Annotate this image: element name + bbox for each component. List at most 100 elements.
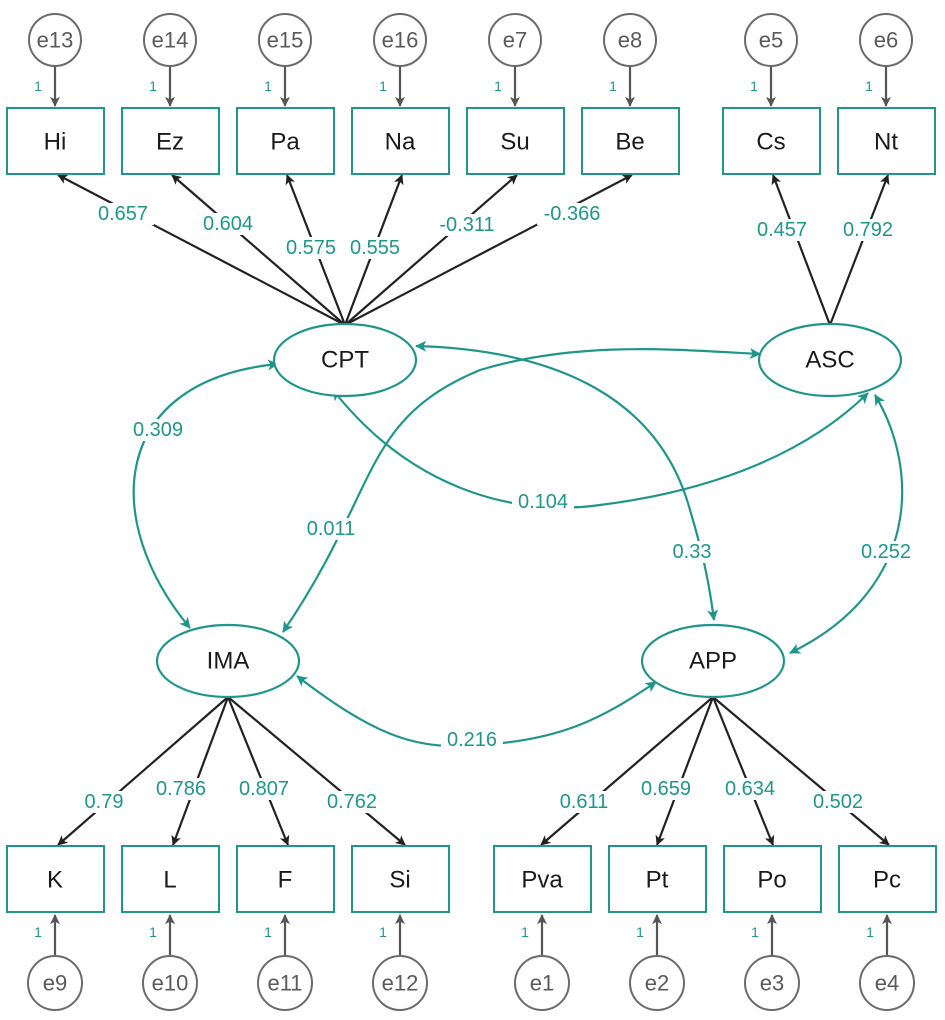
cov-asc-app: [789, 394, 904, 654]
indicator-label: Nt: [874, 129, 898, 156]
weight-label: 1: [264, 78, 272, 94]
cov-cpt-asc: [332, 389, 869, 509]
cov-value-ima-asc: 0.011: [307, 518, 356, 540]
loading-value-asc-cs: 0.457: [757, 219, 807, 241]
error-e9: e9: [27, 955, 83, 1011]
loading-value-cpt-pa: 0.575: [286, 237, 336, 259]
loading-value-ima-l: 0.786: [156, 778, 206, 800]
indicator-label: Pc: [873, 867, 901, 894]
error-label: e15: [267, 28, 304, 53]
error-e15: e15: [258, 13, 312, 67]
loading-app-pt: [655, 696, 715, 846]
error-e4: e4: [859, 955, 915, 1011]
weight-label: 1: [264, 924, 272, 940]
error-label: e4: [875, 971, 899, 996]
indicator-label: Su: [500, 129, 529, 156]
loading-ima-k: [57, 696, 229, 846]
weight-label: 1: [609, 78, 617, 94]
error-label: e5: [759, 28, 783, 53]
loading-value-app-pc: 0.502: [813, 791, 863, 813]
weight-label: 1: [149, 78, 157, 94]
indicator-ez: Ez: [121, 107, 220, 175]
indicators: Hi Ez Pa Na Su Be Cs Nt K L F Si Pva Pt …: [6, 107, 937, 913]
cov-value-asc-app: 0.252: [861, 541, 911, 563]
indicator-pa: Pa: [236, 107, 335, 175]
error-e1: e1: [514, 955, 570, 1011]
error-e7: e7: [488, 13, 542, 67]
latent-app: APP: [640, 623, 786, 699]
error-label: e9: [43, 971, 67, 996]
latent-label: CPT: [321, 347, 369, 374]
indicator-label: Pt: [646, 867, 669, 894]
indicator-label: Pa: [270, 129, 300, 156]
latent-label: APP: [689, 648, 737, 675]
weight-label: 1: [379, 78, 387, 94]
error-label: e12: [382, 971, 419, 996]
latent-variables: CPT ASC IMA APP: [155, 322, 903, 699]
weight-label: 1: [866, 924, 874, 940]
loading-asc-nt: [828, 174, 890, 326]
indicator-pc: Pc: [838, 845, 937, 913]
loading-value-cpt-hi: 0.657: [98, 203, 148, 225]
indicator-si: Si: [351, 845, 450, 913]
loading-value-asc-nt: 0.792: [843, 219, 893, 241]
latent-label: IMA: [207, 648, 250, 675]
loading-value-ima-si: 0.762: [327, 791, 377, 813]
loading-value-app-pt: 0.659: [641, 778, 691, 800]
weight-label: 1: [34, 78, 42, 94]
indicator-pva: Pva: [493, 845, 592, 913]
cov-value-cpt-asc: 0.104: [518, 491, 568, 513]
loading-ima-si: [227, 696, 406, 846]
latent-cpt: CPT: [272, 322, 418, 398]
error-label: e10: [152, 971, 189, 996]
indicator-label: Hi: [44, 129, 67, 156]
indicator-k: K: [6, 845, 105, 913]
error-e2: e2: [629, 955, 685, 1011]
indicator-f: F: [236, 845, 335, 913]
latent-label: ASC: [805, 347, 854, 374]
cov-value-cpt-ima: 0.309: [133, 419, 183, 441]
loading-value-cpt-ez: 0.604: [203, 213, 253, 235]
loading-ima-l: [171, 696, 230, 846]
error-e14: e14: [143, 13, 197, 67]
weight-label: 1: [636, 924, 644, 940]
error-label: e3: [760, 971, 784, 996]
latent-ima: IMA: [155, 623, 301, 699]
error-e12: e12: [372, 955, 428, 1011]
loading-cpt-ez: [171, 174, 346, 326]
indicator-nt: Nt: [837, 107, 936, 175]
loading-app-pc: [712, 696, 890, 846]
loading-cpt-hi: [57, 174, 346, 326]
loading-asc-cs: [771, 174, 832, 326]
weight-label: 1: [750, 78, 758, 94]
indicator-po: Po: [723, 845, 822, 913]
weight-label: 1: [149, 924, 157, 940]
error-label: e16: [382, 28, 419, 53]
error-e5: e5: [744, 13, 798, 67]
weight-label: 1: [379, 924, 387, 940]
error-label: e6: [874, 28, 898, 53]
indicator-pt: Pt: [608, 845, 707, 913]
cov-cpt-ima: [132, 359, 279, 629]
loading-value-ima-f: 0.807: [239, 778, 289, 800]
indicator-label: L: [163, 867, 176, 894]
error-e8: e8: [603, 13, 657, 67]
indicator-label: Na: [385, 129, 416, 156]
fixed-weights: 1 1 1 1 1 1 1 1 1 1 1 1 1 1 1 1: [34, 78, 874, 940]
loading-value-cpt-na: 0.555: [350, 237, 400, 259]
loading-value-app-pva: 0.611: [560, 791, 609, 813]
indicator-cs: Cs: [722, 107, 821, 175]
error-terms: e13 e14 e15 e16 e7 e8 e5 e6 e9 e10 e11 e…: [27, 13, 915, 1011]
error-e13: e13: [28, 13, 82, 67]
error-e3: e3: [744, 955, 800, 1011]
weight-label: 1: [865, 78, 873, 94]
error-label: e2: [645, 971, 669, 996]
weight-label: 1: [494, 78, 502, 94]
indicator-label: Ez: [156, 129, 184, 156]
error-e11: e11: [257, 955, 313, 1011]
indicator-su: Su: [466, 107, 565, 175]
indicator-label: Si: [389, 867, 410, 894]
indicator-label: K: [47, 867, 63, 894]
loading-app-po: [711, 696, 775, 846]
